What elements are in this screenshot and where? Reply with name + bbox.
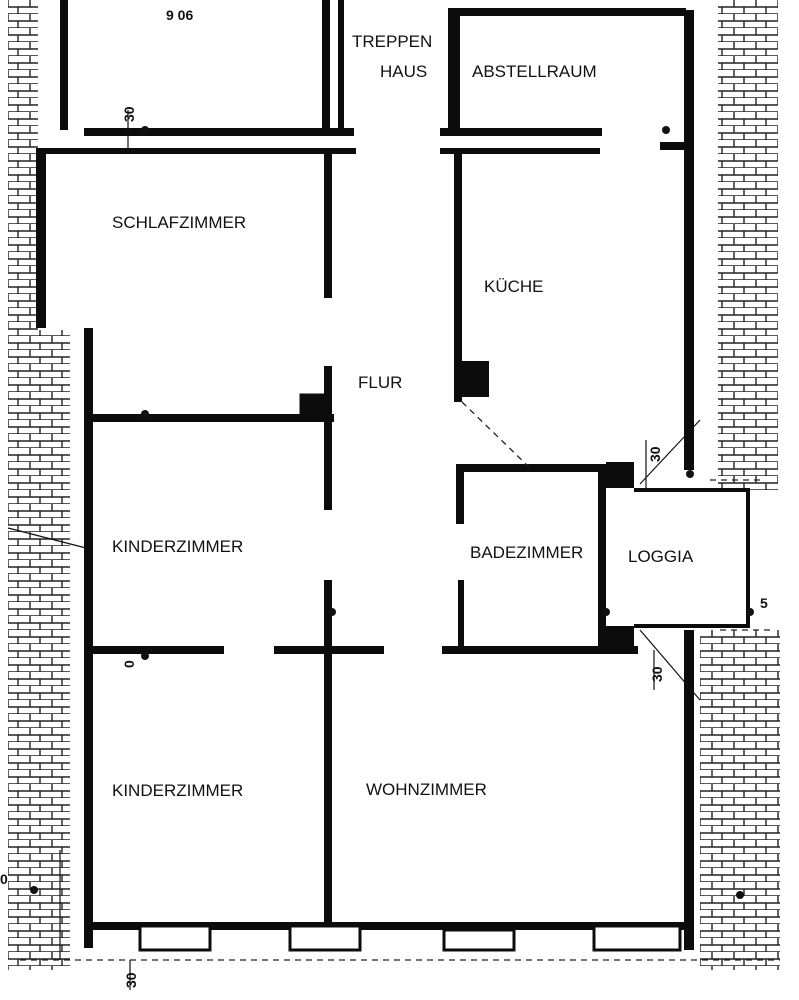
dim-edge-right: 5: [760, 595, 768, 611]
label-kinderzimmer-2: KINDERZIMMER: [112, 781, 243, 800]
right-masonry-upper: [718, 0, 778, 490]
label-loggia: LOGGIA: [628, 547, 694, 566]
label-flur: FLUR: [358, 373, 402, 392]
walls: [36, 0, 750, 952]
label-treppen: TREPPEN: [352, 32, 432, 51]
label-kinderzimmer-1: KINDERZIMMER: [112, 537, 243, 556]
left-masonry-lower: [8, 330, 70, 970]
exterior-masonry: [8, 0, 780, 970]
annotation-lines: [7, 110, 780, 990]
label-abstellraum: ABSTELLRAUM: [472, 62, 597, 81]
dim-wall-kitchen: 30: [647, 446, 663, 462]
dimension-labels: 9 06 30 30 30 0 30 0 5: [0, 7, 768, 988]
window-4: [592, 924, 682, 952]
window-1: [138, 924, 212, 952]
dim-top-note: 9 06: [166, 7, 193, 23]
dim-wall-loggia: 30: [649, 666, 665, 682]
dim-wall-top-left: 30: [121, 106, 137, 122]
left-masonry-upper: [8, 0, 38, 330]
window-3: [442, 928, 516, 952]
window-2: [288, 924, 362, 952]
right-masonry-lower: [700, 630, 780, 970]
label-schlafzimmer: SCHLAFZIMMER: [112, 213, 246, 232]
dim-edge-left: 0: [0, 871, 8, 887]
room-labels: TREPPEN HAUS ABSTELLRAUM SCHLAFZIMMER KÜ…: [112, 32, 694, 800]
label-kueche: KÜCHE: [484, 277, 544, 296]
dim-wall-bottom: 30: [123, 972, 139, 988]
label-haus: HAUS: [380, 62, 427, 81]
label-badezimmer: BADEZIMMER: [470, 543, 583, 562]
label-wohnzimmer: WOHNZIMMER: [366, 780, 487, 799]
dim-wall-mid-left: 0: [121, 660, 137, 668]
